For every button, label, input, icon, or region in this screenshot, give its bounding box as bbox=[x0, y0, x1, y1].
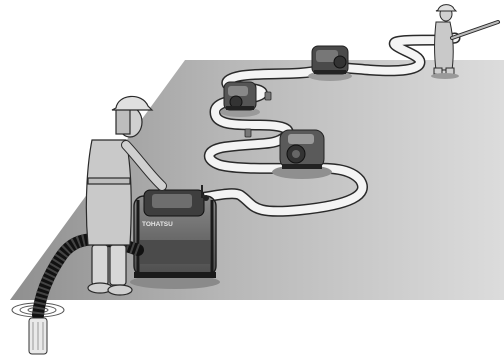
portable-fire-pump-main: TOHATSU bbox=[130, 185, 220, 289]
relay-pump-middle bbox=[272, 130, 332, 179]
relay-pump-middle-left bbox=[220, 82, 260, 117]
relay-pump-far bbox=[308, 46, 352, 81]
strainer bbox=[29, 318, 47, 354]
pump-brand-label: TOHATSU bbox=[142, 221, 173, 228]
nozzle-icon bbox=[452, 22, 498, 38]
